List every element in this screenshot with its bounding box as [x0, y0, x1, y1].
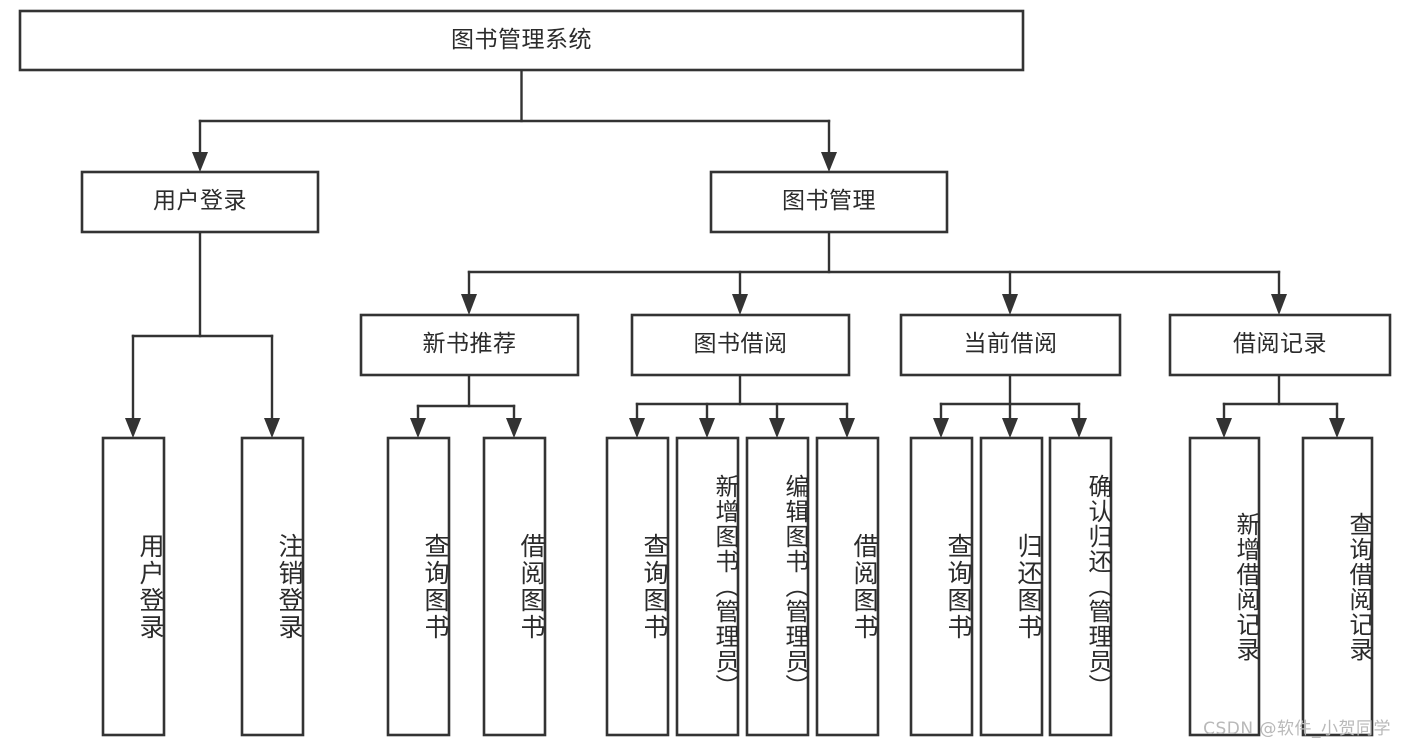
node-new-book-recommend[interactable]: [359, 313, 580, 377]
leaf-new-book-1[interactable]: [482, 436, 547, 737]
node-borrow-record-hit[interactable]: [1170, 315, 1390, 375]
leaf-current-borrow-0[interactable]: [909, 436, 974, 737]
watermark: CSDN @软件_小贺同学: [1203, 719, 1391, 739]
leaf-user-login-0[interactable]: [101, 436, 166, 737]
leaf-new-book-1-hit[interactable]: [484, 438, 545, 735]
leaf-borrow-record-1-hit[interactable]: [1303, 438, 1372, 735]
leaf-current-borrow-2-hit[interactable]: [1050, 438, 1111, 735]
connector-bookborrow-to-leaves: [629, 373, 855, 438]
leaf-book-borrow-2[interactable]: [745, 436, 810, 737]
leaf-user-login-1-hit[interactable]: [242, 438, 303, 735]
leaf-book-borrow-3[interactable]: [815, 436, 880, 737]
node-root[interactable]: [18, 9, 1025, 72]
leaf-book-borrow-2-hit[interactable]: [747, 438, 808, 735]
leaf-book-borrow-0-hit[interactable]: [607, 438, 668, 735]
connector-root-to-level2: [192, 68, 837, 172]
leaf-new-book-0-hit[interactable]: [388, 438, 449, 735]
node-book-management-hit[interactable]: [711, 172, 947, 232]
node-current-borrow-hit[interactable]: [901, 315, 1120, 375]
leaf-current-borrow-1-hit[interactable]: [981, 438, 1042, 735]
node-borrow-record[interactable]: [1168, 313, 1392, 377]
leaf-book-borrow-3-hit[interactable]: [817, 438, 878, 735]
node-new-book-recommend-hit[interactable]: [361, 315, 578, 375]
leaf-borrow-record-1[interactable]: [1301, 436, 1374, 737]
leaf-borrow-record-0-hit[interactable]: [1190, 438, 1259, 735]
connector-borrowrecord-to-leaves: [1216, 373, 1345, 438]
connector-currentborrow-to-leaves: [933, 373, 1087, 438]
node-user-login-hit[interactable]: [82, 172, 318, 232]
node-book-borrow-hit[interactable]: [632, 315, 849, 375]
leaf-book-borrow-1-hit[interactable]: [677, 438, 738, 735]
leaf-current-borrow-2[interactable]: [1048, 436, 1113, 737]
leaf-current-borrow-0-hit[interactable]: [911, 438, 972, 735]
leaf-borrow-record-0[interactable]: [1188, 436, 1261, 737]
node-root-hit[interactable]: [20, 11, 1023, 70]
connector-userlogin-to-leaves: [125, 230, 280, 438]
leaf-user-login-1[interactable]: [240, 436, 305, 737]
node-user-login[interactable]: [80, 170, 320, 234]
connector-newbook-to-leaves: [410, 373, 522, 438]
node-book-borrow[interactable]: [630, 313, 851, 377]
node-current-borrow[interactable]: [899, 313, 1122, 377]
node-book-management[interactable]: [709, 170, 949, 234]
connector-bookmgmt-to-level3: [461, 230, 1287, 315]
leaf-new-book-0[interactable]: [386, 436, 451, 737]
leaf-user-login-0-hit[interactable]: [103, 438, 164, 735]
leaf-book-borrow-0[interactable]: [605, 436, 670, 737]
leaf-current-borrow-1[interactable]: [979, 436, 1044, 737]
leaf-book-borrow-1[interactable]: [675, 436, 740, 737]
